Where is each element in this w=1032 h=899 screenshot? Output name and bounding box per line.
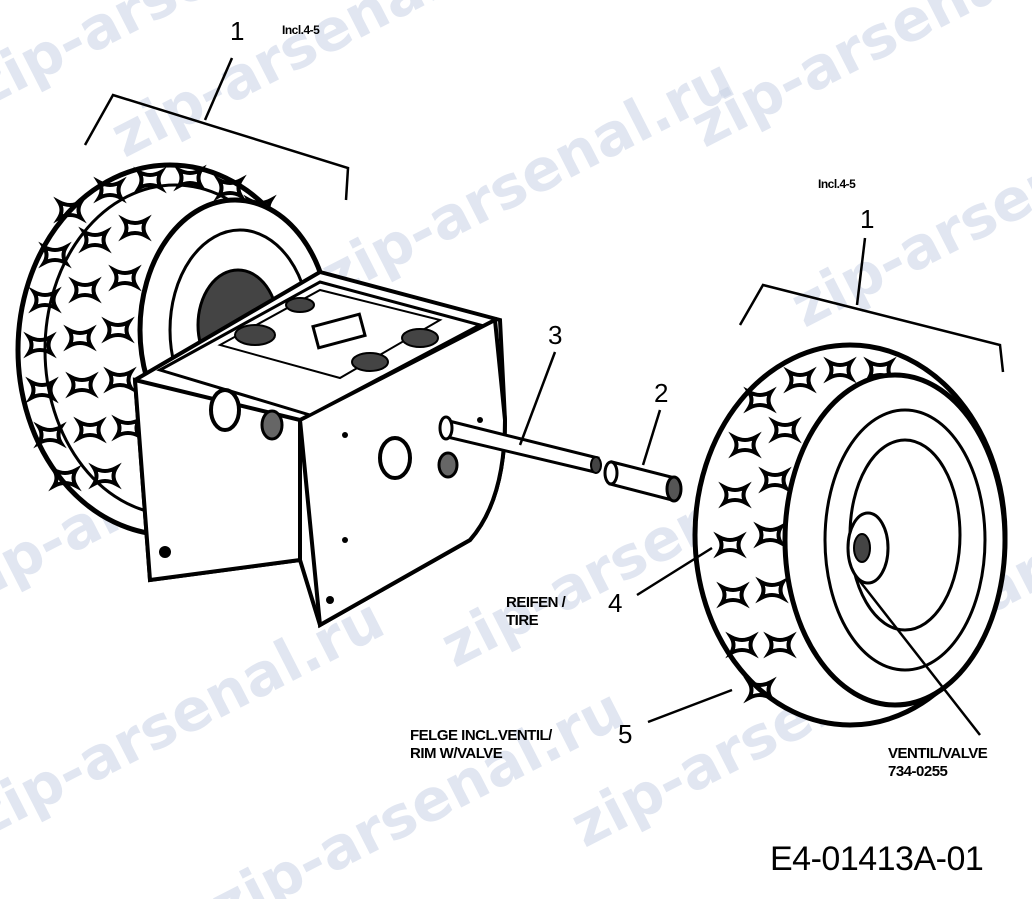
valve-label-line1: VENTIL/VALVE — [888, 745, 988, 762]
left-assembly-bracket — [83, 57, 350, 201]
spacer-bushing — [603, 460, 683, 503]
callout-1-left-note: Incl.4-5 — [282, 23, 320, 37]
callout-5: 5 — [618, 719, 633, 749]
rim-label-line2: RIM W/VALVE — [410, 745, 503, 762]
right-assembly-bracket — [738, 237, 1005, 373]
valve-label: VENTIL/VALVE 734-0255 — [888, 745, 988, 781]
callout-2: 2 — [654, 378, 669, 408]
rim-label: FELGE INCL.VENTIL/ RIM W/VALVE — [410, 727, 552, 763]
callout-1-right-note: Incl.4-5 — [818, 177, 856, 191]
callout-1-left: 1 — [230, 16, 245, 46]
axle-shaft — [438, 415, 602, 474]
leader-lines — [518, 351, 981, 736]
chassis-housing — [132, 269, 508, 629]
callout-3: 3 — [548, 320, 563, 350]
tire-label: REIFEN / TIRE — [506, 594, 566, 630]
right-wheel — [692, 342, 1008, 728]
valve-label-line2: 734-0255 — [888, 763, 948, 780]
tire-label-line1: REIFEN / — [506, 594, 566, 611]
tire-label-line2: TIRE — [506, 612, 539, 629]
callout-1-right: 1 — [860, 204, 875, 234]
rim-label-line1: FELGE INCL.VENTIL/ — [410, 727, 552, 744]
figure-code: E4-01413A-01 — [770, 840, 984, 878]
callout-4: 4 — [608, 588, 623, 618]
